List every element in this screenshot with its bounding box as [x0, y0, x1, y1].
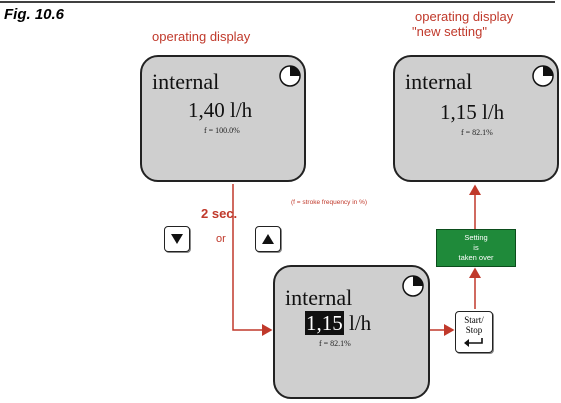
flow-value-edit: 1,15 l/h	[305, 311, 371, 336]
caption-or: or	[216, 233, 226, 245]
pie-status-icon	[532, 65, 554, 87]
frequency-value: f = 82.1%	[319, 339, 351, 348]
mode-label: internal	[285, 285, 353, 310]
flow-value: 1,40 l/h	[188, 98, 253, 122]
confirm-line2: is	[473, 243, 479, 252]
start-stop-label-line1: Start/	[464, 315, 484, 325]
triangle-up-icon	[262, 234, 274, 244]
arrow-to-edit-mode	[232, 184, 273, 336]
confirm-line3: taken over	[458, 253, 494, 262]
caption-two-seconds: 2 sec.	[201, 206, 238, 221]
flow-value: 1,15 l/h	[440, 100, 505, 124]
mode-label: internal	[405, 69, 473, 94]
confirm-line1: Setting	[464, 233, 488, 242]
caption-new-setting-line1: operating display	[415, 9, 514, 24]
pie-status-icon	[402, 275, 424, 297]
frequency-value: f = 100.0%	[204, 126, 240, 135]
mode-label: internal	[152, 69, 220, 94]
start-stop-label-line2: Stop	[465, 325, 483, 335]
edit-value-highlight: 1,15	[305, 311, 344, 335]
triangle-down-icon	[171, 234, 183, 244]
edit-value-unit: l/h	[349, 311, 372, 335]
stroke-frequency-note: (f = stroke frequency in %)	[291, 199, 368, 206]
pie-status-icon	[279, 65, 301, 87]
down-button[interactable]	[164, 226, 190, 252]
caption-operating-display: operating display	[152, 29, 251, 44]
caption-new-setting-line2: "new setting"	[412, 24, 487, 39]
enter-return-icon	[464, 338, 483, 347]
panel-edit-setting: internal 1,15 l/h f = 82.1%	[273, 265, 430, 399]
start-stop-button[interactable]: Start/ Stop	[455, 311, 493, 353]
setting-taken-over-box: Setting is taken over	[436, 229, 516, 267]
figure-label: Fig. 10.6	[4, 6, 65, 23]
frequency-value: f = 82.1%	[461, 128, 493, 137]
up-button[interactable]	[255, 226, 281, 252]
panel-current-setting: internal 1,40 l/h f = 100.0%	[140, 55, 306, 182]
panel-new-setting: internal 1,15 l/h f = 82.1%	[393, 55, 559, 182]
